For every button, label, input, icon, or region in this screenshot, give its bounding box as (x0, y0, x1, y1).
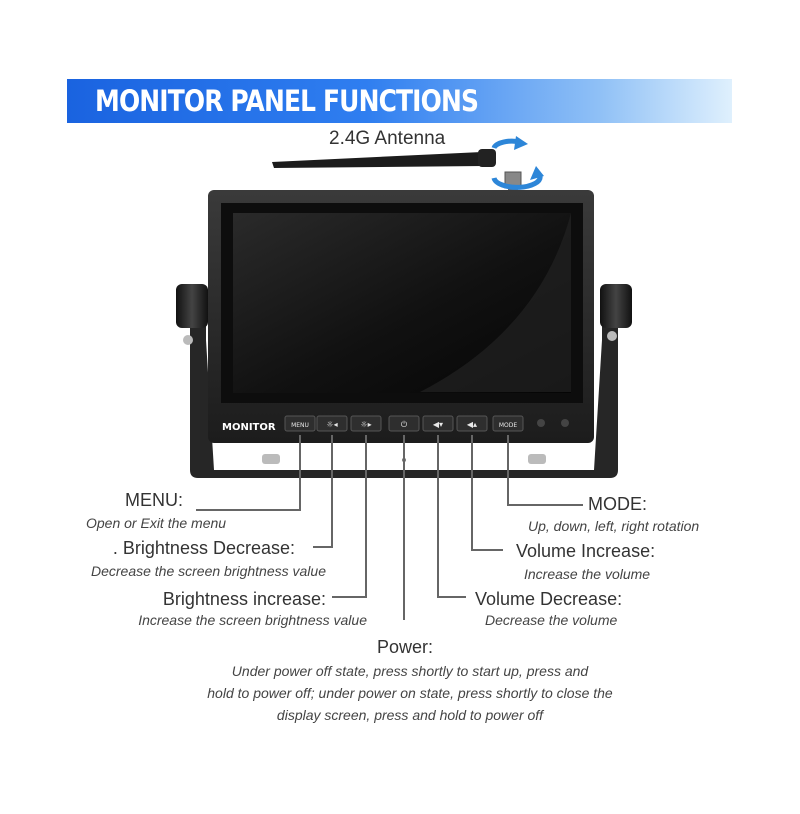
title-banner: MONITOR PANEL FUNCTIONS (67, 79, 732, 123)
menu-callout-desc: Open or Exit the menu (86, 515, 227, 531)
antenna (272, 149, 522, 194)
power-button[interactable]: ⏻ (388, 415, 420, 432)
power-button-label: ⏻ (401, 420, 408, 429)
monitor-brand-label: MONITOR (222, 422, 276, 433)
antenna-label: 2.4G Antenna (329, 128, 446, 149)
brightness-decrease-button[interactable]: ☼◂ (316, 415, 348, 432)
brightness-decrease-callout-desc: Decrease the screen brightness value (90, 563, 326, 579)
power-desc-line: display screen, press and hold to power … (276, 707, 544, 723)
mode-callout-desc: Up, down, left, right rotation (528, 518, 700, 534)
mode-button-label: MODE (499, 422, 518, 429)
volume-decrease-button-label: ◀▾ (433, 420, 443, 429)
page-title: MONITOR PANEL FUNCTIONS (95, 84, 479, 118)
brightness-increase-callout-title: Brightness increase: (162, 589, 326, 609)
menu-callout-title: MENU: (125, 490, 183, 510)
leader-lines (196, 435, 583, 620)
mode-callout-title: MODE: (588, 494, 648, 514)
volume-decrease-callout-title: Volume Decrease: (475, 589, 623, 609)
rotate-arrows-icon (491, 136, 544, 190)
volume-increase-button-label: ◀▴ (467, 420, 477, 429)
brightness-increase-callout-desc: Increase the screen brightness value (138, 612, 367, 628)
brightness-decrease-callout-title: . Brightness Decrease: (112, 538, 295, 558)
brightness-decrease-button-label: ☼◂ (326, 420, 337, 429)
volume-increase-callout-desc: Increase the volume (524, 566, 651, 582)
mode-button[interactable]: MODE (492, 415, 524, 432)
volume-increase-button[interactable]: ◀▴ (456, 415, 488, 432)
mount-bracket (176, 284, 632, 478)
menu-button-label: MENU (291, 422, 309, 429)
brightness-increase-button[interactable]: ☼▸ (350, 415, 382, 432)
volume-increase-callout-title: Volume Increase: (516, 541, 656, 561)
menu-button[interactable]: MENU (284, 415, 316, 432)
power-desc-line: hold to power off; under power on state,… (207, 685, 613, 701)
power-callout-title: Power: (376, 637, 434, 657)
power-callout-desc: Under power off state, press shortly to … (190, 660, 630, 726)
brightness-increase-button-label: ☼▸ (360, 420, 371, 429)
volume-decrease-callout-desc: Decrease the volume (485, 612, 618, 628)
power-desc-line: Under power off state, press shortly to … (231, 663, 589, 679)
volume-decrease-button[interactable]: ◀▾ (422, 415, 454, 432)
